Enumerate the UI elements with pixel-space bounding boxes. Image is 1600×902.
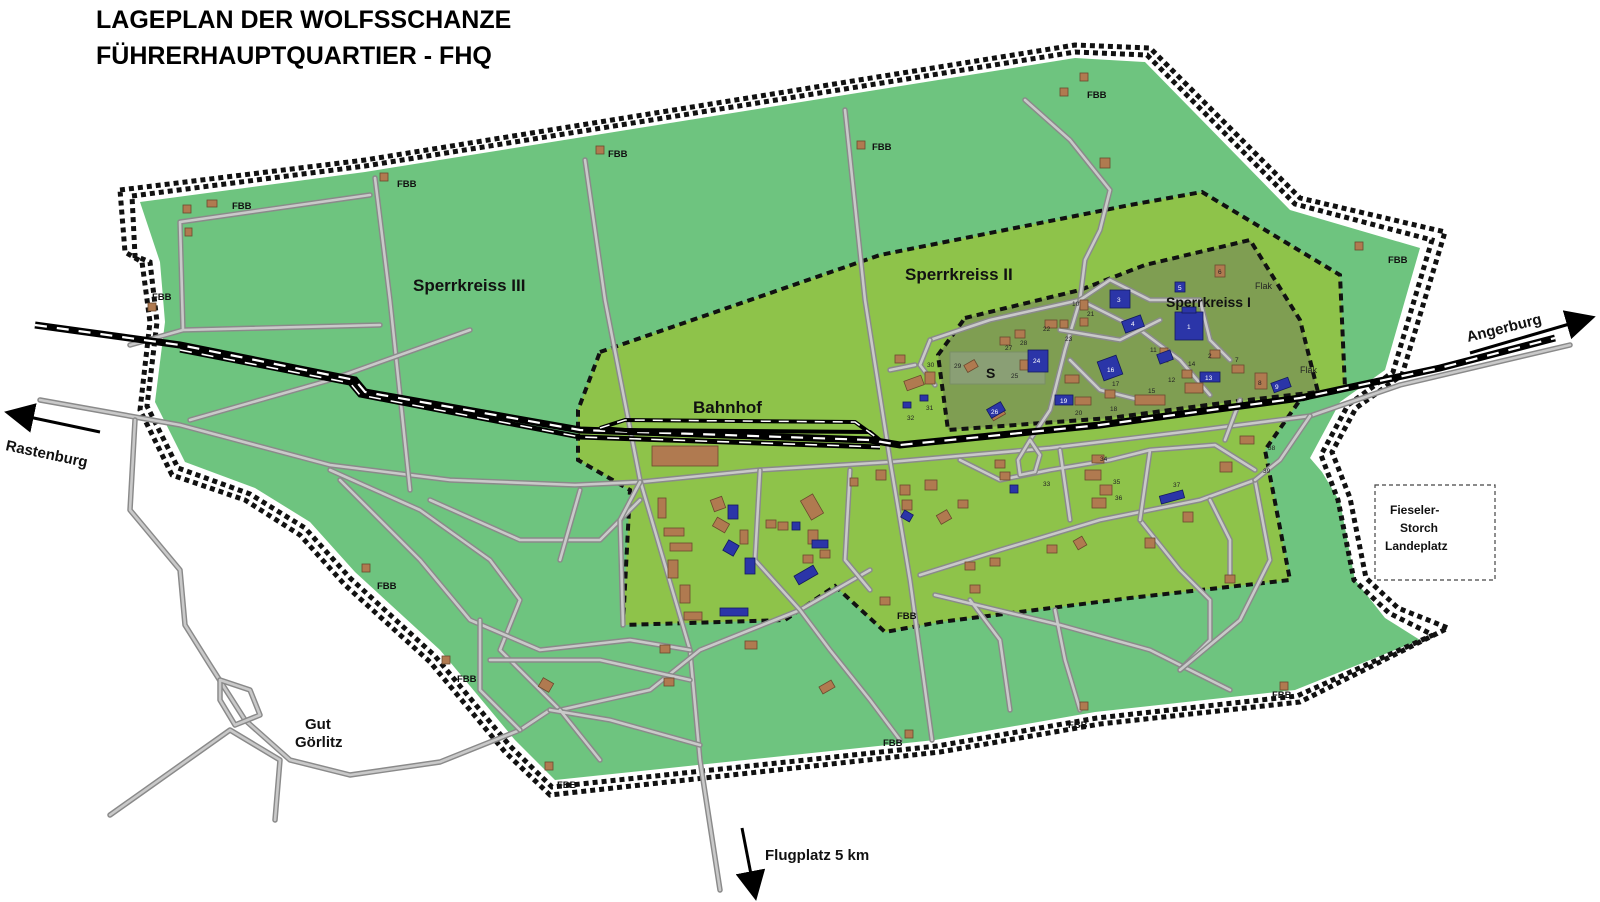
fieseler-storch-label-line2: Storch (1400, 521, 1438, 535)
building-number: 36 (1115, 495, 1123, 502)
building-number: 9 (1275, 384, 1279, 391)
fbb-label: FBB (872, 142, 892, 153)
fbb-label: FBB (152, 292, 172, 303)
building-number: 17 (1112, 381, 1120, 388)
building-number: 29 (954, 363, 962, 370)
building-number: 5 (1178, 285, 1182, 292)
flugplatz-label: Flugplatz 5 km (765, 847, 869, 864)
railway (34, 321, 1556, 450)
building-number: 13 (1205, 375, 1213, 382)
building-number: 2 (1208, 353, 1212, 360)
fieseler-storch-label-line3: Landeplatz (1385, 539, 1448, 553)
road-network (37, 97, 1573, 893)
bahnhof-label: Bahnhof (693, 398, 762, 417)
fbb-label: FBB (897, 611, 917, 622)
building-number: 32 (907, 415, 915, 422)
sperrkreis-2-label: Sperrkreiss II (905, 265, 1013, 284)
building-number: 28 (1020, 340, 1028, 347)
building-number: 4 (1131, 321, 1135, 328)
rastenburg-label: Rastenburg (4, 437, 89, 471)
fbb-label: FBB (457, 674, 477, 685)
rastenburg-arrow (4, 403, 101, 434)
fbb-labels: FBB FBB FBB FBB FBB FBB FBB FBB FBB FBB … (152, 90, 1408, 791)
building-number: 20 (1075, 410, 1083, 417)
building-number: 1 (1187, 324, 1191, 331)
fbb-label: FBB (1087, 90, 1107, 101)
gut-goerlitz-label-line1: Gut (305, 716, 331, 733)
fieseler-storch-box (1374, 484, 1496, 581)
building-number: 3 (1117, 297, 1121, 304)
fbb-label: FBB (397, 179, 417, 190)
building-number: 11 (1150, 347, 1157, 354)
building-number: 25 (1011, 373, 1019, 380)
building-number: 35 (1113, 479, 1121, 486)
building-number: 21 (1087, 311, 1095, 318)
gut-goerlitz-label-line2: Görlitz (295, 734, 343, 751)
flak-label-north: Flak (1255, 281, 1273, 291)
outer-perimeter (117, 42, 1455, 798)
building-number: 24 (1033, 358, 1041, 365)
map-title-line2: FÜHRERHAUPTQUARTIER - FHQ (96, 41, 492, 70)
building-number: 7 (1235, 357, 1239, 364)
building-number: 12 (1168, 377, 1176, 384)
fieseler-storch-label-line1: Fieseler- (1390, 503, 1439, 517)
fbb-label: FBB (608, 149, 628, 160)
sperrkreis-3-label: Sperrkreiss III (413, 276, 525, 295)
flugplatz-arrow (735, 827, 766, 901)
fbb-label: FBB (232, 201, 252, 212)
building-number: 30 (927, 362, 935, 369)
building-number: 38 (1268, 445, 1276, 452)
building-number: 23 (1065, 336, 1073, 343)
building-number: 27 (1005, 345, 1013, 352)
map-title-line1: LAGEPLAN DER WOLFSSCHANZE (96, 6, 511, 34)
outer-perimeter-inner (129, 49, 1439, 790)
building-number: 10 (1072, 301, 1080, 308)
fbb-label: FBB (377, 581, 397, 592)
fbb-label: FBB (1388, 255, 1408, 266)
building-number-labels: 1 2 3 4 5 6 7 8 9 10 11 12 13 14 15 16 1… (907, 269, 1279, 502)
fbb-label: FBB (883, 738, 903, 749)
building-number: 34 (1100, 456, 1108, 463)
building-number: 33 (1043, 481, 1051, 488)
building-number: 16 (1107, 367, 1115, 374)
building-number: 14 (1188, 361, 1196, 368)
building-number: 6 (1218, 269, 1222, 276)
building-number: 39 (1263, 468, 1271, 475)
building-number: 18 (1110, 406, 1118, 413)
building-number: 19 (1060, 398, 1068, 405)
sperrkreis-2-border (576, 189, 1348, 635)
fbb-label: FBB (1068, 720, 1088, 731)
buildings (147, 72, 1364, 771)
building-number: 31 (926, 405, 934, 412)
sperrkreis-1-label: Sperrkreiss I (1166, 294, 1251, 310)
s-area-label: S (986, 365, 995, 381)
fbb-label: FBB (1272, 690, 1292, 701)
building-number: 26 (991, 409, 999, 416)
angerburg-arrow (1469, 310, 1596, 355)
building-number: 15 (1148, 388, 1156, 395)
fbb-label: FBB (557, 780, 577, 791)
building-number: 22 (1043, 326, 1051, 333)
building-number: 37 (1173, 482, 1181, 489)
building-number: 8 (1258, 380, 1262, 387)
bunkers (719, 281, 1292, 617)
flak-label-east: Flak (1300, 365, 1318, 375)
